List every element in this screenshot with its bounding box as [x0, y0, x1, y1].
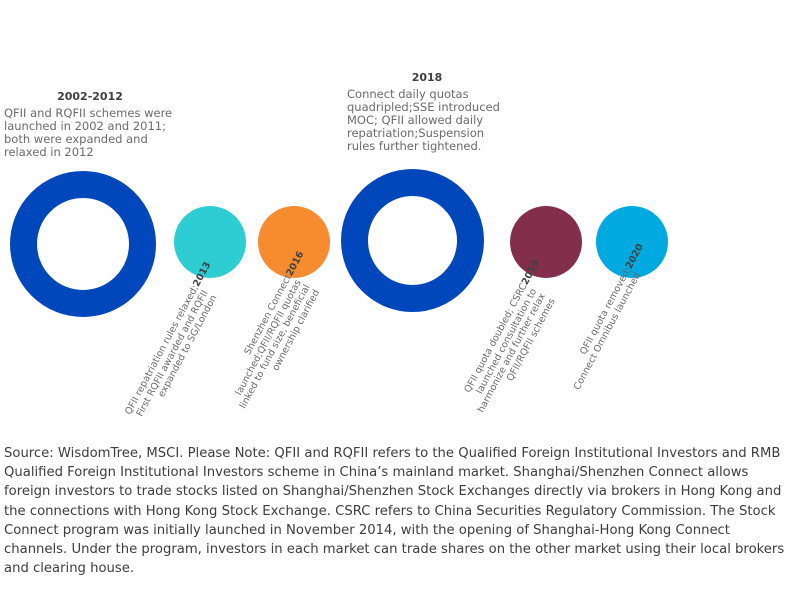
milestone-label-2002-2012: 2002-2012 QFII and RQFII schemes were la…	[4, 90, 176, 159]
milestone-label-2019: QFII quota doubled; CSRC launched consul…	[458, 253, 573, 419]
milestone-label-2018: 2018 Connect daily quotas quadripled;SSE…	[347, 71, 507, 153]
milestone-dot-2019	[510, 206, 582, 278]
source-footnote: Source: WisdomTree, MSCI. Please Note: Q…	[4, 446, 785, 577]
milestone-text-line: QFII quota removed;	[578, 265, 634, 357]
milestone-text-line: Connect Omnibus launched	[571, 270, 643, 392]
milestone-year: 2018	[411, 71, 443, 84]
milestone-text-line: First RQFII awarded and RQFII	[134, 288, 211, 419]
milestone-dot-2013	[174, 206, 246, 278]
milestone-text: QFII and RQFII schemes were launched in …	[4, 106, 173, 159]
milestone-dot-2016	[258, 206, 330, 278]
milestone-ring-2018	[341, 169, 484, 312]
milestone-dot-2020	[596, 206, 668, 278]
milestone-year: 2002-2012	[57, 90, 123, 103]
milestone-ring-2002-2012	[10, 171, 156, 317]
milestone-text: Connect daily quotas quadripled;SSE intr…	[347, 87, 500, 153]
